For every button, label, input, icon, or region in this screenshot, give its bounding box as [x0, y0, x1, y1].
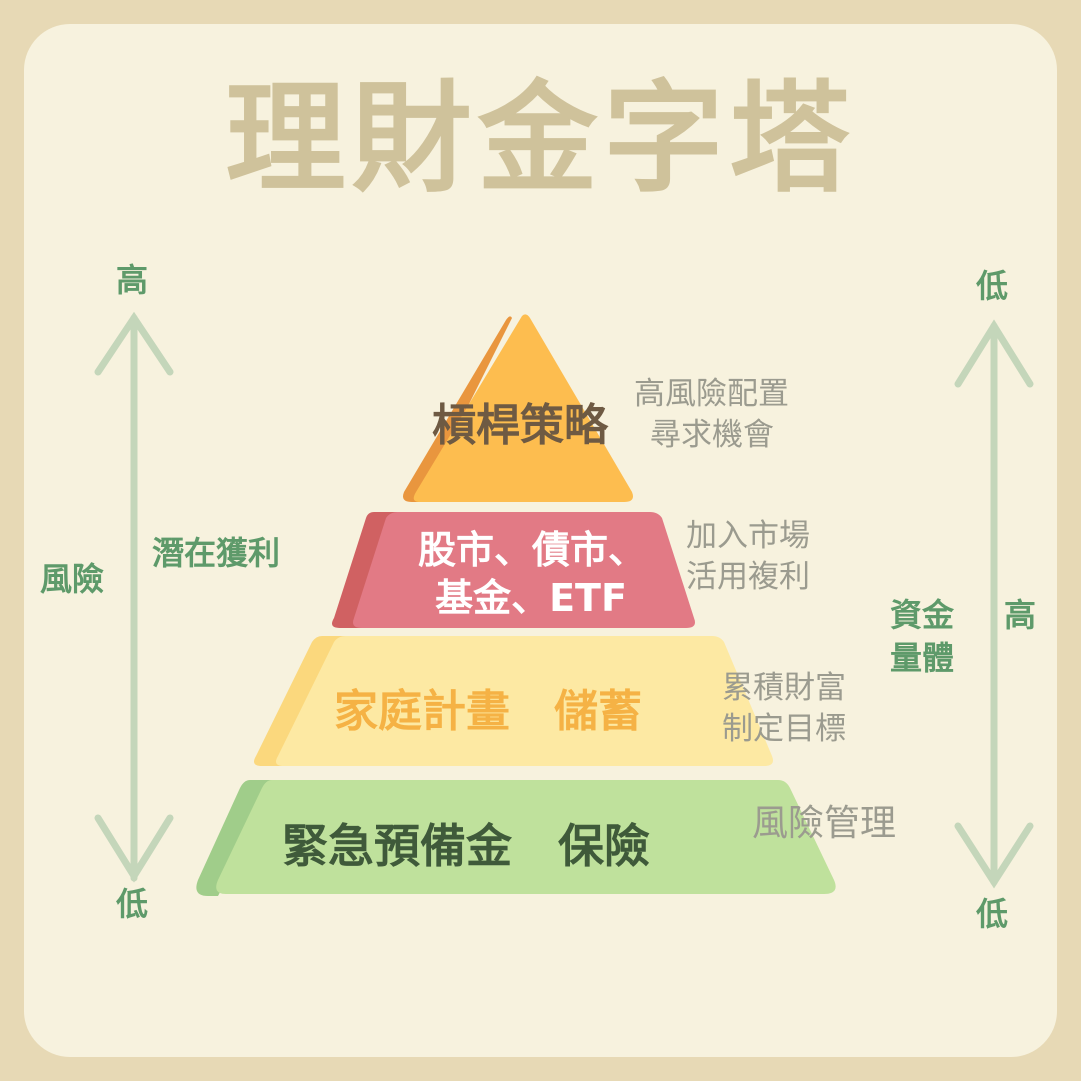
tier-emergency	[196, 780, 836, 896]
tier-leverage-note-line1: 高風險配置	[634, 376, 789, 412]
page-title: 理財金字塔	[225, 70, 856, 209]
tier-market-note-line1: 加入市場	[686, 518, 810, 554]
right-axis-top-label: 低	[976, 267, 1009, 305]
tier-emergency-note: 風險管理	[752, 803, 897, 844]
tier-market-label: 股市、債市、 基金、ETF	[418, 527, 647, 622]
left-axis-bottom-label: 低	[116, 885, 149, 923]
tier-savings-face	[276, 636, 773, 766]
tier-leverage-note: 高風險配置 尋求機會	[634, 374, 789, 456]
tier-leverage-shade	[403, 316, 512, 502]
capital-high-label: 高	[1004, 596, 1037, 634]
left-axis-top-label: 高	[116, 261, 149, 299]
tier-savings	[254, 636, 773, 766]
capital-volume-line1: 資金	[890, 596, 955, 634]
tier-emergency-face	[216, 780, 836, 894]
tier-leverage	[403, 314, 633, 502]
tier-savings-label: 家庭計畫 儲蓄	[334, 686, 642, 737]
right-axis-bottom-label: 低	[976, 895, 1009, 933]
tier-savings-note-line2: 制定目標	[722, 710, 846, 747]
risk-label: 風險	[40, 560, 105, 598]
capital-volume-line2: 量體	[890, 639, 955, 678]
right-double-arrow-icon	[954, 319, 1034, 889]
left-double-arrow-icon	[94, 311, 174, 883]
tier-market	[332, 512, 695, 628]
tier-savings-note-line1: 累積財富	[722, 670, 846, 706]
tier-leverage-note-line2: 尋求機會	[650, 416, 774, 453]
tier-emergency-label: 緊急預備金 保險	[282, 819, 650, 873]
tier-market-label-line1: 股市、債市、	[418, 528, 647, 572]
capital-volume-label: 資金 量體	[890, 594, 954, 680]
tier-market-face	[353, 512, 695, 628]
tier-leverage-label: 槓桿策略	[432, 400, 608, 451]
tier-market-note-line2: 活用複利	[686, 558, 810, 595]
tier-market-label-line2: 基金、ETF	[435, 575, 627, 620]
tier-market-note: 加入市場 活用複利	[686, 516, 810, 598]
tier-savings-note: 累積財富 制定目標	[722, 668, 846, 750]
potential-profit-label: 潛在獲利	[152, 534, 281, 572]
tier-leverage-face	[413, 314, 633, 502]
